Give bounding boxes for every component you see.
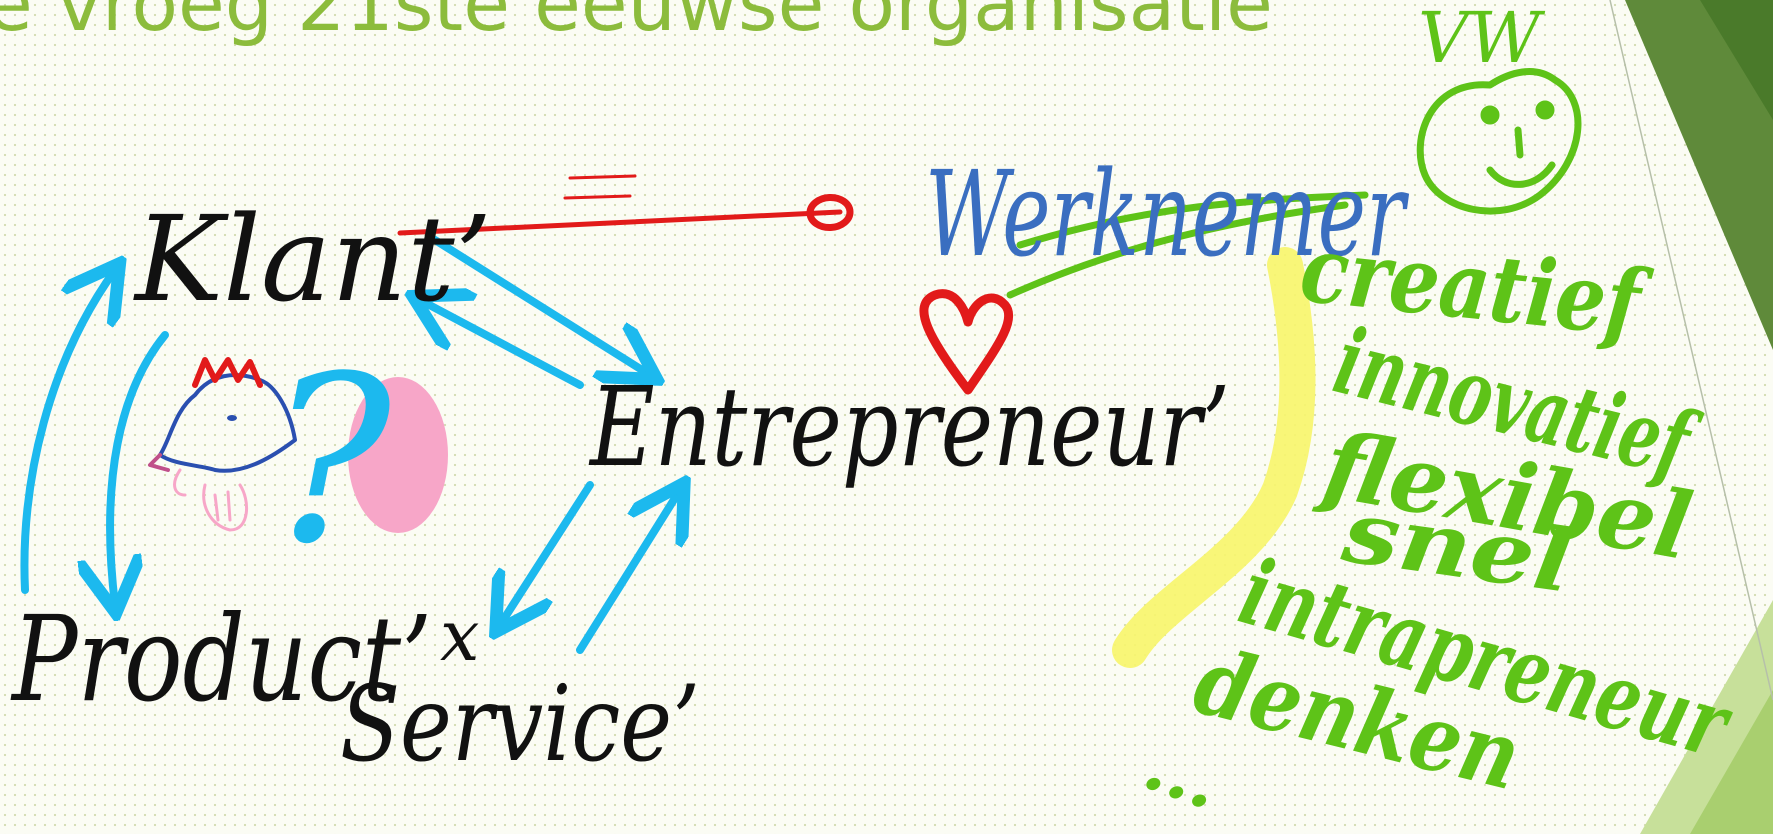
service-label: Service’ [340,663,700,785]
egg-drawing [348,377,448,533]
smiley-face-drawing [1416,68,1582,215]
arrow-entrepreneur-to-klant [420,300,584,389]
crown-letters: VW [1418,0,1546,79]
arrow-entrepreneur-to-service [500,481,594,625]
x-mark: x [440,595,479,677]
accent-panel-mid [1690,690,1773,834]
arrow-service-to-entrepreneur [576,490,680,654]
accent-panel-dark-2 [1700,0,1773,120]
arrow-product-to-klant [20,270,115,594]
werknemer-underline [1006,191,1369,299]
yellow-highlight [1112,247,1316,668]
chicken-drawing [148,357,297,532]
klant-label: Klant’ [133,190,492,328]
product-label: Product’ [10,590,432,728]
accent-panel-dark [1625,0,1773,350]
heart-drawing [919,289,1014,395]
accent-divider [1609,0,1773,701]
arrow-klant-to-entrepreneur [431,236,650,375]
equals-mark [563,174,637,200]
entrepreneur-label: Entrepreneur’ [588,363,1230,491]
arrow-klant-to-product [110,331,169,605]
question-mark: ? [268,328,393,595]
slide-title: e vroeg 21ste eeuwse organisatie [0,0,1273,48]
arrow-klant-equals-werknemer [397,193,854,236]
werknemer-label: Werknemer [925,145,1410,283]
